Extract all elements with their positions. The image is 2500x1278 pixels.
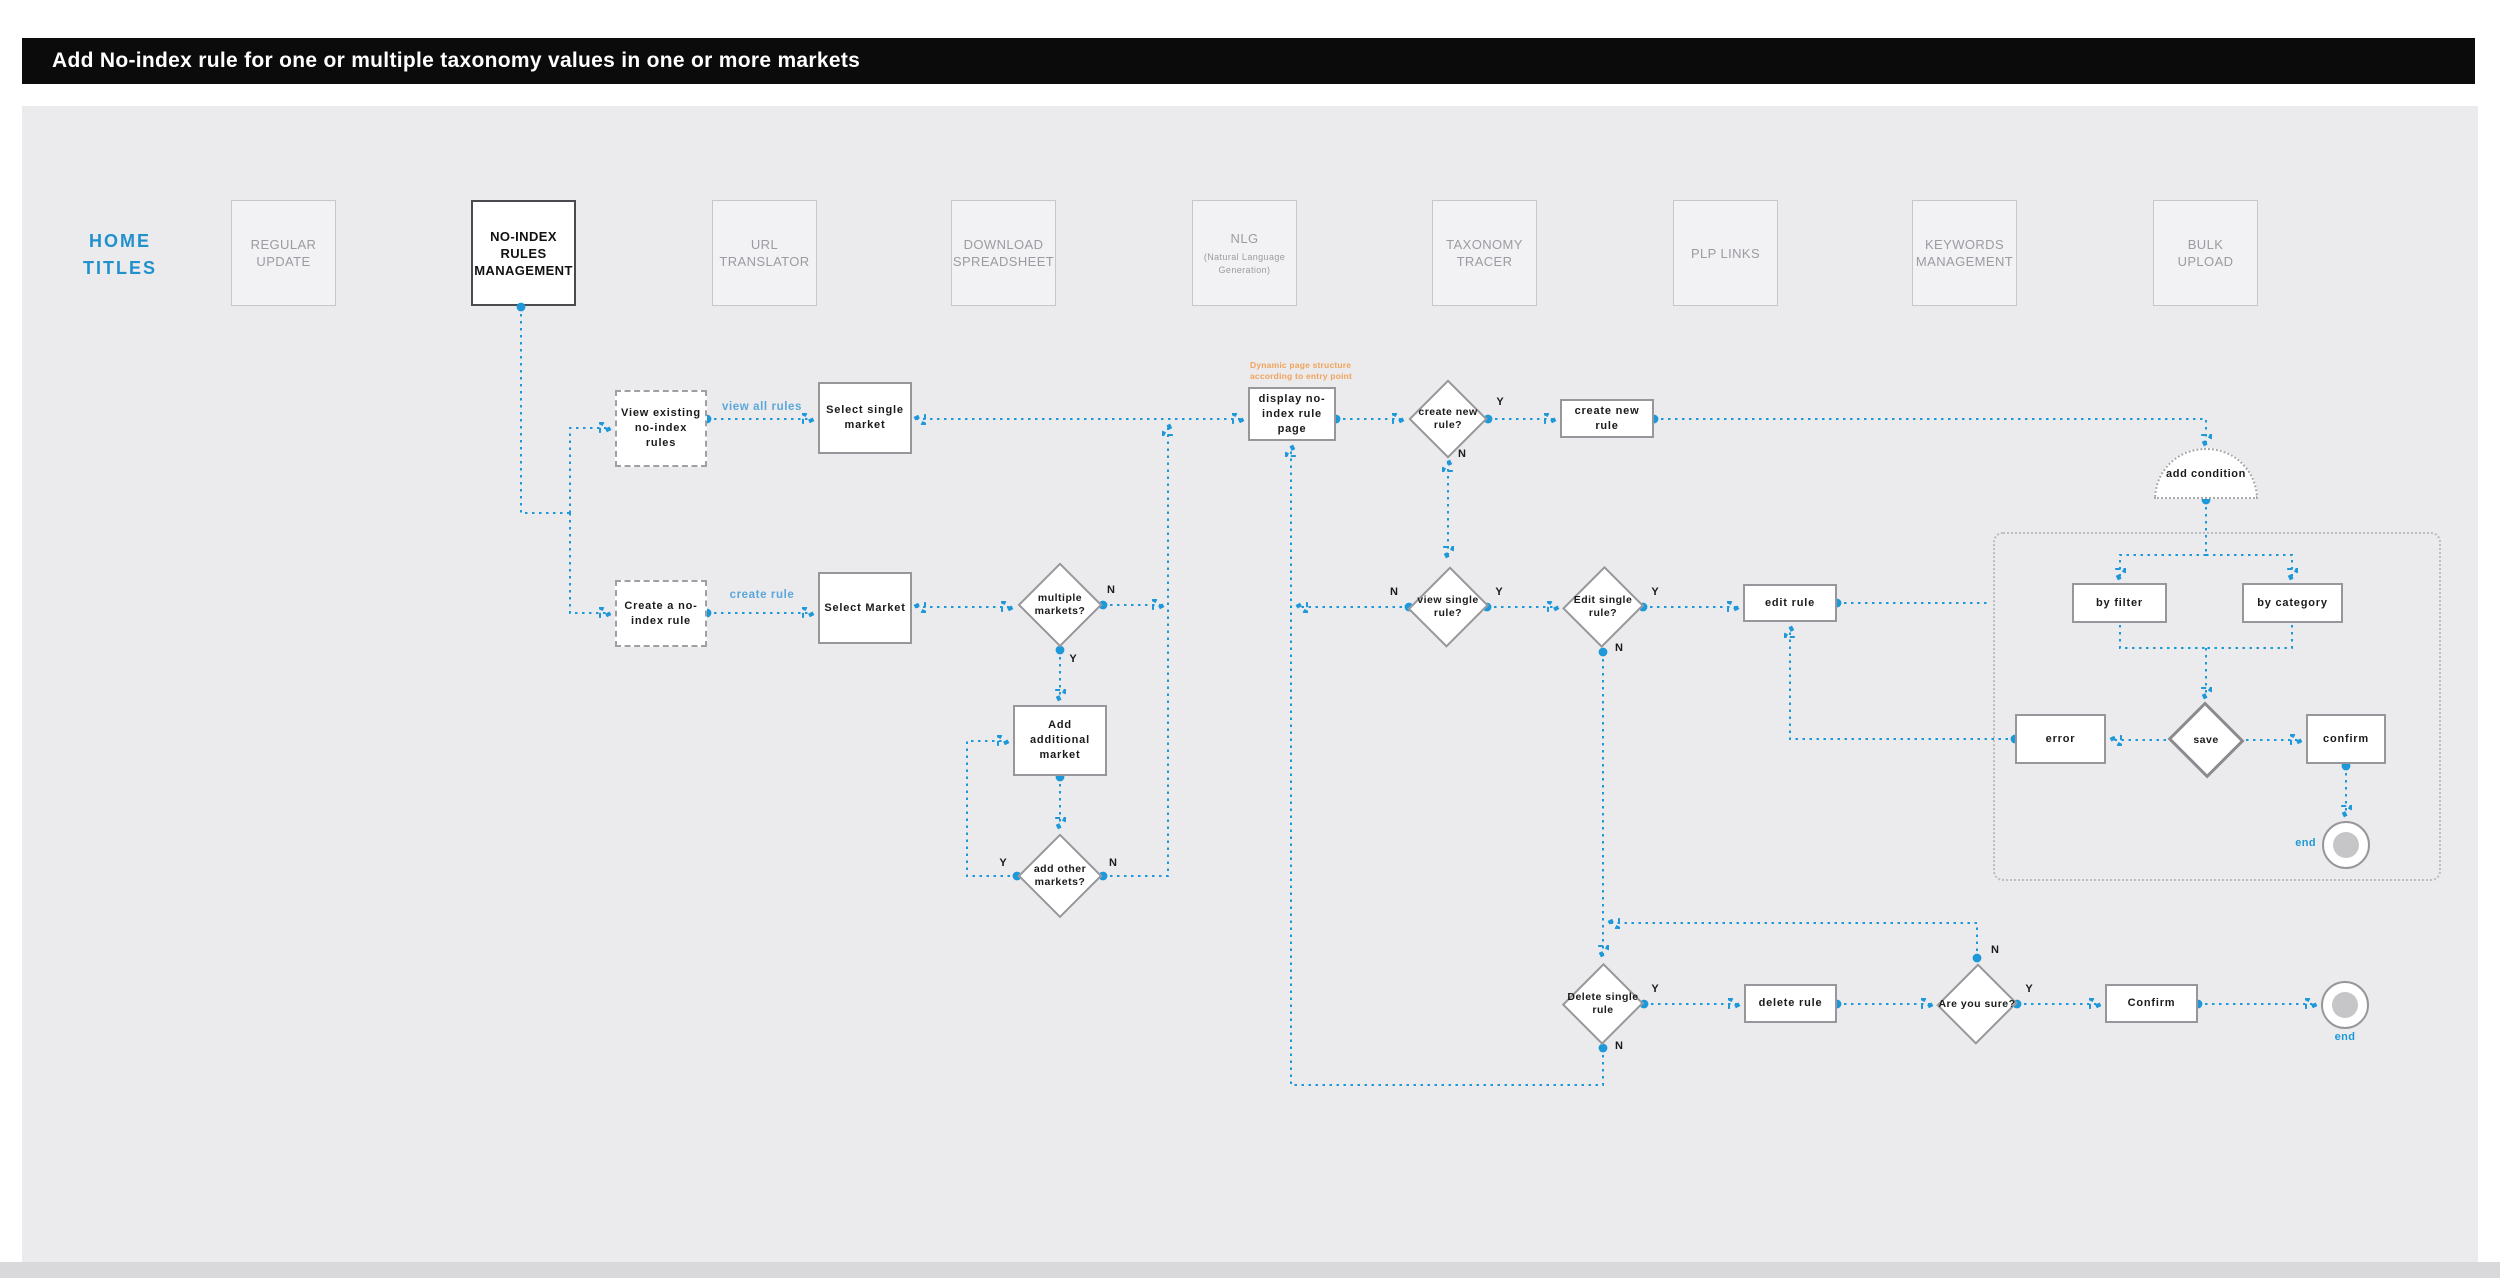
display-rule-page-node: display no-index rule page: [1248, 387, 1336, 441]
nav-regular-update: REGULAR UPDATE: [231, 200, 336, 306]
flow-edge: [1291, 447, 1603, 1086]
flow-edge: [516, 302, 570, 514]
select-market-node: Select Market: [818, 572, 912, 644]
no-label: N: [1390, 586, 1398, 598]
yes-label: Y: [1495, 586, 1503, 598]
nav-url-translator: URL TRANSLATOR: [712, 200, 817, 306]
flow-edge: [1654, 419, 2206, 444]
nav-plp-links: PLP LINKS: [1673, 200, 1778, 306]
flow-edge: [569, 513, 609, 613]
home-titles-label: HOME TITLES: [83, 231, 157, 278]
yes-label: Y: [1496, 396, 1504, 408]
page-title: Add No-index rule for one or multiple ta…: [52, 49, 861, 72]
title-bar: Add No-index rule for one or multiple ta…: [22, 38, 2475, 84]
flow-edge: [1790, 628, 2015, 739]
create-new-rule-decision: create new rule?: [1408, 379, 1488, 459]
by-filter-node: by filter: [2072, 583, 2167, 623]
create-new-rule-node: create new rule: [1560, 399, 1654, 438]
end-label: end: [2295, 837, 2316, 849]
nav-taxonomy-tracer: TAXONOMY TRACER: [1432, 200, 1537, 306]
flow-edge: [2207, 625, 2293, 649]
no-label: N: [1615, 1040, 1623, 1052]
save-decision: save: [2166, 701, 2246, 779]
no-label: N: [1109, 857, 1117, 869]
bottom-strip: [0, 1262, 2500, 1278]
flow-edge: [2206, 554, 2292, 578]
delete-single-rule-decision: Delete single rule: [1561, 962, 1645, 1046]
confirm-delete-node: Confirm: [2105, 984, 2198, 1023]
yes-label: Y: [1651, 586, 1659, 598]
flow-edge: [2120, 554, 2206, 578]
by-category-node: by category: [2242, 583, 2343, 623]
nav-download-spreadsheet: DOWNLOAD SPREADSHEET: [951, 200, 1056, 306]
dynamic-page-note: Dynamic page structure according to entr…: [1250, 360, 1353, 381]
nav-nlg: NLG(Natural Language Generation): [1192, 200, 1297, 306]
flow-edge: [569, 428, 609, 513]
nav-bulk-upload: BULK UPLOAD: [2153, 200, 2258, 306]
no-label: N: [1615, 642, 1623, 654]
add-other-markets-decision: add other markets?: [1017, 833, 1103, 919]
flow-edge: [2119, 625, 2205, 649]
no-label: N: [1991, 944, 1999, 956]
end-terminator-save: [2322, 821, 2370, 869]
end-terminator-delete: [2321, 981, 2369, 1029]
end-label: end: [2334, 1031, 2356, 1043]
yes-label: Y: [1651, 983, 1659, 995]
delete-rule-node: delete rule: [1744, 984, 1837, 1023]
nav-keywords-management: KEYWORDS MANAGEMENT: [1912, 200, 2017, 306]
create-rule-label: create rule: [729, 589, 795, 601]
multiple-markets-decision: multiple markets?: [1017, 562, 1103, 648]
flow-edge: [1103, 426, 1168, 876]
yes-label: Y: [999, 857, 1007, 869]
no-label: N: [1458, 448, 1466, 460]
yes-label: Y: [1069, 653, 1077, 665]
nav-no-index-rules-management: NO-INDEX RULES MANAGEMENT: [471, 200, 576, 306]
edit-single-rule-decision: Edit single rule?: [1561, 564, 1645, 650]
view-single-rule-decision: view single rule?: [1407, 564, 1489, 650]
add-additional-market-node: Add additional market: [1013, 705, 1107, 776]
flow-edge: [966, 741, 1017, 876]
error-node: error: [2015, 714, 2106, 764]
flow-edge: [1610, 923, 1977, 958]
create-no-index-rule-node: Create a no-index rule: [615, 580, 707, 647]
view-existing-rules-node: View existing no-index rules: [615, 390, 707, 467]
are-you-sure-decision: Are you sure?: [1936, 962, 2018, 1046]
confirm-node: confirm: [2306, 714, 2386, 764]
select-single-market-node: Select single market: [818, 382, 912, 454]
view-all-rules-label: view all rules: [722, 401, 802, 413]
yes-label: Y: [2025, 983, 2033, 995]
no-label: N: [1107, 584, 1115, 596]
edit-rule-node: edit rule: [1743, 584, 1837, 622]
